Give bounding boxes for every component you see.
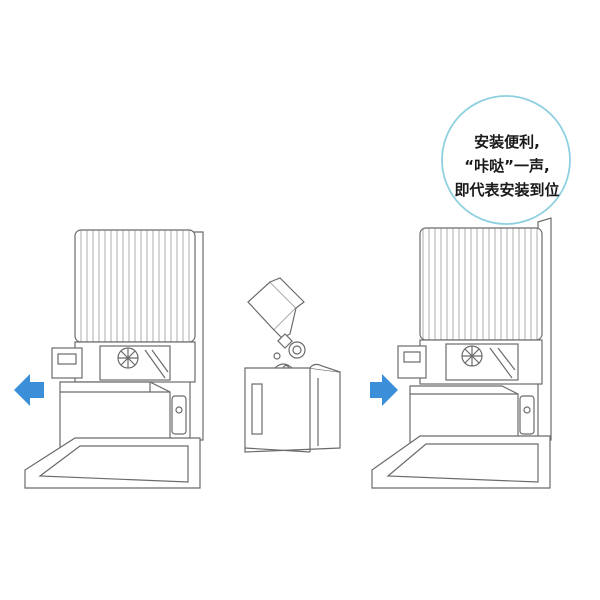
tank-filling [244,277,341,453]
callout-text: 安装便利, “咔哒”一声, 即代表安装到位 [445,130,569,202]
cleaning-bottle [247,277,305,349]
water-tank-standalone [244,363,341,453]
callout-bubble [441,95,571,225]
fan-grille-right [445,343,519,381]
dust-bin-left [74,229,196,343]
station-left [24,229,204,489]
water-tank-inserted [409,385,519,447]
callout-line-2: “咔哒”一声, [464,157,550,175]
arrow-right-icon [370,374,398,406]
station-right [371,217,552,489]
droplet [273,352,281,360]
water-tank-pulled-out [59,381,171,449]
callout-line-3: 即代表安装到位 [454,181,560,199]
fan-grille-left [99,345,171,381]
arrow-left-icon [14,374,44,406]
callout-line-1: 安装便利, [474,133,540,151]
dust-bin-right [419,227,543,341]
